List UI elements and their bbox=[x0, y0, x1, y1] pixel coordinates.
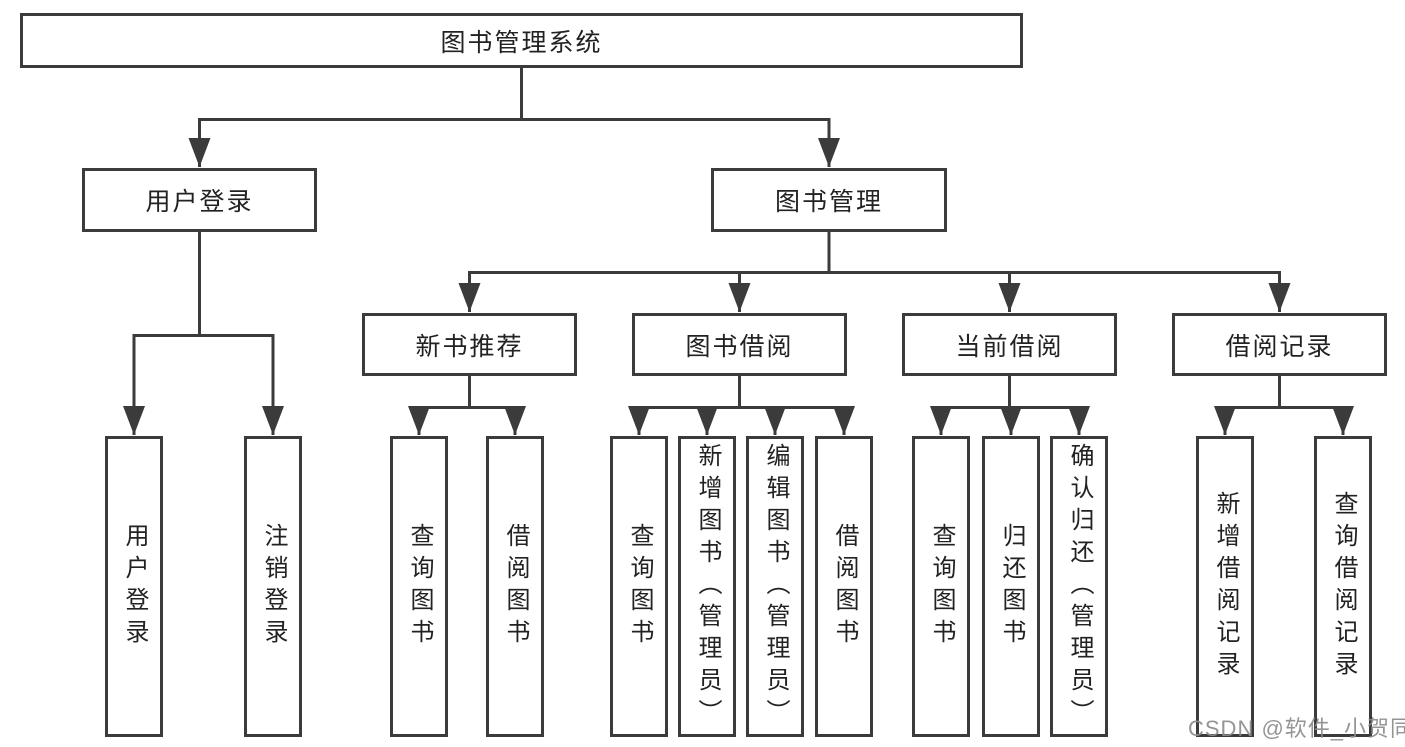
connector-current-borrowing bbox=[941, 376, 1079, 409]
node-book-management: 图书管理 bbox=[711, 168, 947, 232]
leaf-query-books-borrowing: 查询图书 bbox=[610, 436, 668, 737]
node-library-management-system: 图书管理系统 bbox=[20, 13, 1023, 68]
leaf-borrow-books-borrowing-label: 借阅图书 bbox=[831, 522, 858, 651]
leaf-edit-book-admin-label: 编辑图书（管理员） bbox=[762, 442, 789, 731]
node-book-borrowing: 图书借阅 bbox=[632, 313, 847, 376]
leaf-confirm-return-admin: 确认归还（管理员） bbox=[1050, 436, 1108, 737]
leaf-query-books-current-label: 查询图书 bbox=[928, 522, 955, 651]
leaf-borrow-books-recommend-label: 借阅图书 bbox=[502, 522, 529, 651]
leaf-logout-label: 注销登录 bbox=[260, 522, 287, 651]
connector-book-borrowing bbox=[639, 376, 844, 409]
csdn-watermark: CSDN @软件_小贺同学 bbox=[1188, 716, 1405, 741]
leaf-borrow-books-borrowing: 借阅图书 bbox=[815, 436, 873, 737]
leaf-query-books-recommend: 查询图书 bbox=[390, 436, 448, 737]
connector-root bbox=[199, 68, 829, 121]
node-user-login: 用户登录 bbox=[82, 168, 317, 232]
connector-book-management bbox=[469, 232, 1280, 274]
connector-borrowing-records bbox=[1225, 376, 1343, 409]
leaf-add-borrow-record-label: 新增借阅记录 bbox=[1212, 490, 1239, 683]
leaf-user-login-label: 用户登录 bbox=[121, 522, 148, 651]
leaf-return-books: 归还图书 bbox=[982, 436, 1040, 737]
node-current-borrowing: 当前借阅 bbox=[902, 313, 1117, 376]
leaf-add-book-admin: 新增图书（管理员） bbox=[678, 436, 736, 737]
leaf-query-books-recommend-label: 查询图书 bbox=[406, 522, 433, 651]
node-new-book-recommendation: 新书推荐 bbox=[362, 313, 577, 376]
node-borrowing-records: 借阅记录 bbox=[1172, 313, 1387, 376]
leaf-user-login: 用户登录 bbox=[105, 436, 163, 737]
leaf-confirm-return-admin-label: 确认归还（管理员） bbox=[1066, 442, 1093, 731]
connector-new-book-recommendation bbox=[419, 376, 515, 409]
leaf-query-borrow-record-label: 查询借阅记录 bbox=[1330, 490, 1357, 683]
leaf-borrow-books-recommend: 借阅图书 bbox=[486, 436, 544, 737]
connector-user-login bbox=[134, 232, 273, 337]
leaf-query-borrow-record: 查询借阅记录 bbox=[1314, 436, 1372, 737]
leaf-return-books-label: 归还图书 bbox=[998, 522, 1025, 651]
leaf-edit-book-admin: 编辑图书（管理员） bbox=[746, 436, 804, 737]
leaf-add-book-admin-label: 新增图书（管理员） bbox=[694, 442, 721, 731]
leaf-query-books-borrowing-label: 查询图书 bbox=[626, 522, 653, 651]
leaf-add-borrow-record: 新增借阅记录 bbox=[1196, 436, 1254, 737]
leaf-logout: 注销登录 bbox=[244, 436, 302, 737]
leaf-query-books-current: 查询图书 bbox=[912, 436, 970, 737]
